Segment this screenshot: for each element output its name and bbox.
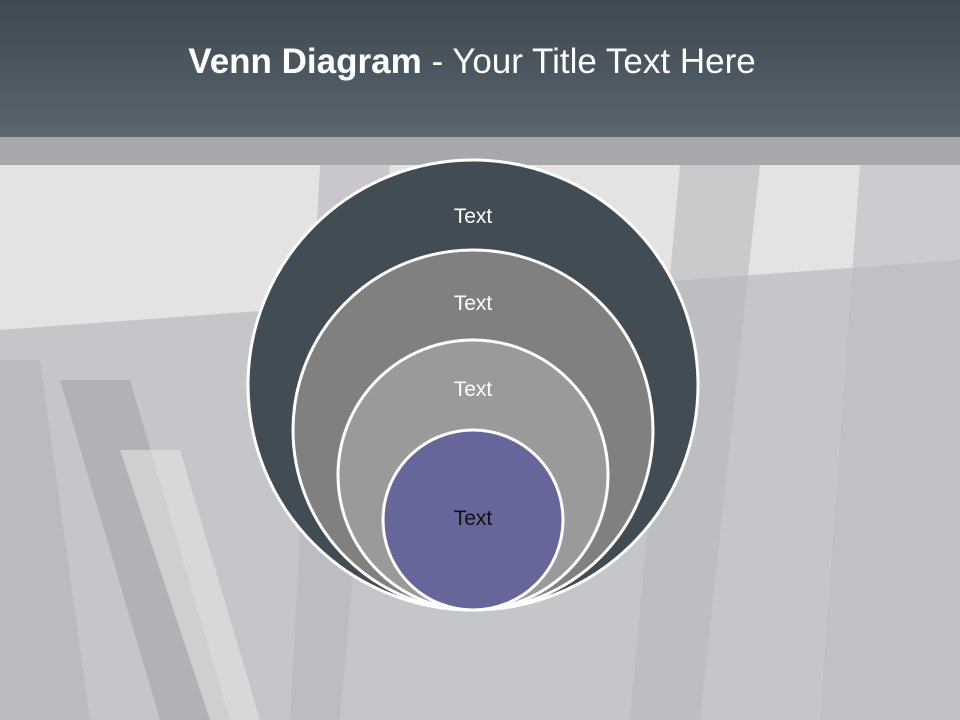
- page-title: Venn Diagram - Your Title Text Here: [0, 40, 944, 84]
- title-rest: - Your Title Text Here: [421, 42, 756, 81]
- venn-circle-inner[interactable]: [381, 428, 565, 612]
- title-bold: Venn Diagram: [188, 42, 422, 81]
- venn-label-second: Text: [453, 292, 493, 315]
- venn-label-third: Text: [453, 378, 493, 401]
- title-bar: Venn Diagram - Your Title Text Here: [0, 0, 960, 137]
- venn-label-outer: Text: [453, 205, 493, 228]
- venn-label-inner: Text: [453, 507, 493, 530]
